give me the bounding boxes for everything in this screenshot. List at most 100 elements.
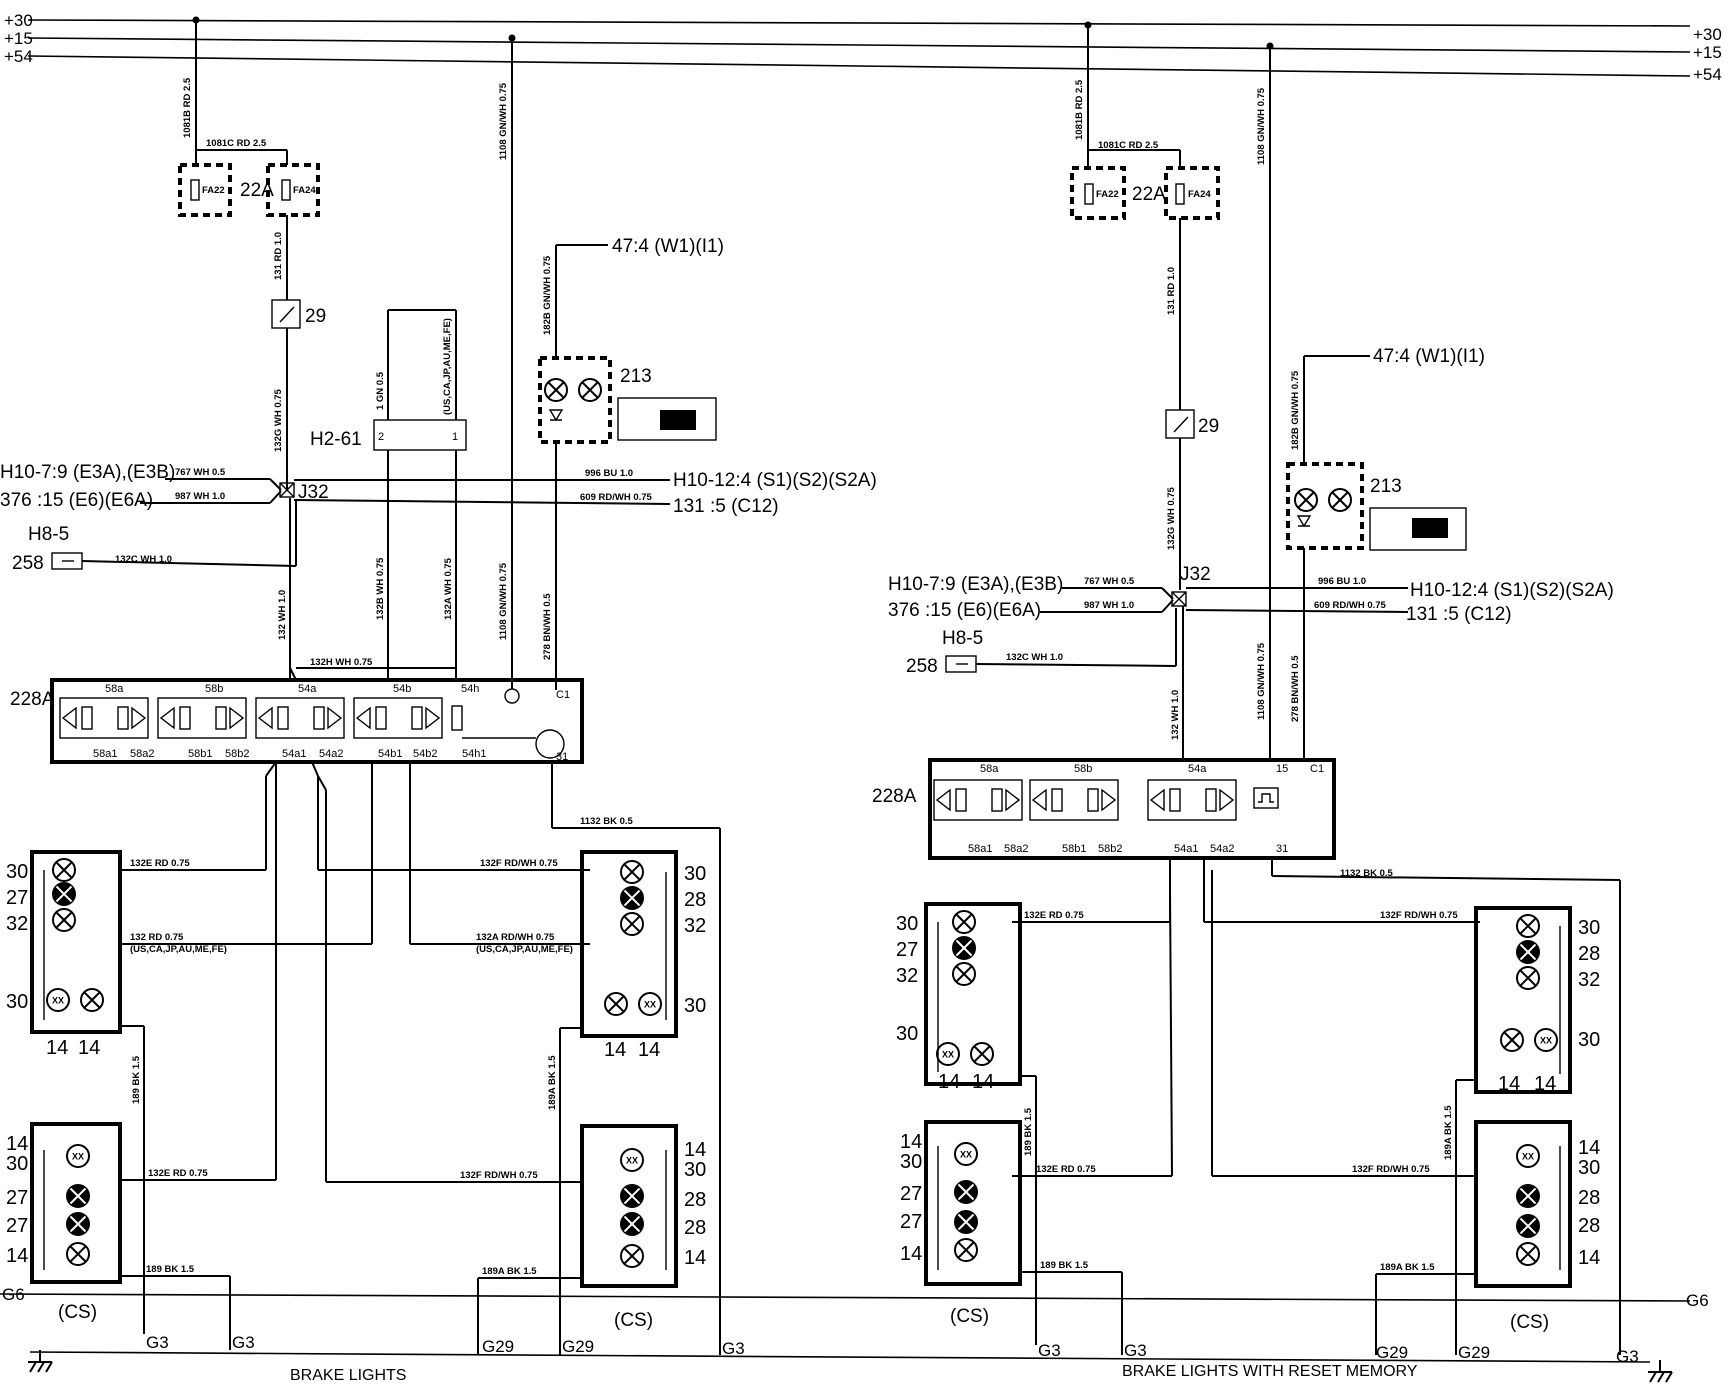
lamp-num-14-d: 14 <box>6 1245 28 1267</box>
right-schematic: FA22 FA24 22A 1081B RD 2.5 1081C RD 2.5 … <box>872 21 1639 1366</box>
fuse-fa24-box-left <box>266 163 320 217</box>
wire-1132-right: 1132 BK 0.5 <box>1340 868 1394 879</box>
lamp-num-14-o: 14 <box>1578 1137 1600 1159</box>
wire-609-right: 609 RD/WH 0.75 <box>1314 600 1387 611</box>
module-pin-54b-left: 54b <box>393 683 411 695</box>
wire-us-lower-left: (US,CA,JP,AU,ME,FE) <box>130 944 227 955</box>
fuse-fa24-label-right: FA24 <box>1188 189 1211 200</box>
module-pin-54a-left: 54a <box>298 683 317 695</box>
lamp-num-30-f: 30 <box>684 1159 706 1181</box>
connector-h8-5-label-right: H8-5 <box>942 628 983 649</box>
ref-47-left: 47:4 (W1)(I1) <box>612 236 724 257</box>
ref-h10-12-right: H10-12:4 (S1)(S2)(S2A) <box>1410 580 1614 601</box>
wire-189-lower-left: 189 BK 1.5 <box>146 1264 195 1275</box>
lamp-num-30-h: 30 <box>896 1023 918 1045</box>
wire-189-upper-right: 189 BK 1.5 <box>1023 1107 1034 1156</box>
wire-132a-rd-left: 132A RD/WH 0.75 <box>476 932 555 943</box>
lamp-cluster-upper-left-b <box>924 902 1022 1086</box>
lamp-num-30-d: 30 <box>684 863 706 885</box>
wire-278-right: 278 BN/WH 0.5 <box>1290 655 1301 722</box>
lamp-unit-213-label-right: 213 <box>1370 476 1402 497</box>
module-pin-58a2-right: 58a2 <box>1004 843 1028 855</box>
lamp-num-27-d: 27 <box>896 939 918 961</box>
cs-label-left-a: (CS) <box>58 1302 97 1323</box>
wire-us-lower-left-2: (US,CA,JP,AU,ME,FE) <box>476 944 573 955</box>
switch-29-right <box>1165 409 1195 439</box>
ground-g29-left-a: G29 <box>482 1337 514 1356</box>
wire-987-right: 987 WH 1.0 <box>1084 600 1134 611</box>
module-pin-54b2-left: 54b2 <box>413 748 437 760</box>
lamp-num-14-g: 14 <box>684 1139 706 1161</box>
lamp-num-14-e: 14 <box>604 1039 626 1061</box>
module-pin-54h1-left: 54h1 <box>462 748 486 760</box>
ground-g6-label-right: G6 <box>1686 1291 1709 1310</box>
wire-1108-mid-right: 1108 GN/WH 0.75 <box>1256 642 1267 720</box>
module-228a-right <box>928 758 1336 860</box>
ground-g3-left-c: G3 <box>722 1339 745 1358</box>
module-pin-54a-right: 54a <box>1188 763 1207 775</box>
wire-132rd-left: 132 RD 0.75 <box>130 932 184 943</box>
wire-189-lower-right: 189 BK 1.5 <box>1040 1260 1089 1271</box>
module-pin-58b-right: 58b <box>1074 763 1092 775</box>
lamp-num-28-a: 28 <box>684 889 706 911</box>
fuse-fa24-label-left: FA24 <box>293 185 316 196</box>
wire-1081c-left: 1081C RD 2.5 <box>206 138 267 149</box>
wire-182b-right: 182B GN/WH 0.75 <box>1290 370 1301 450</box>
wire-132b-left: 132B WH 0.75 <box>375 557 386 620</box>
left-schematic: FA22 FA24 22A 1081B RD 2.5 1081C RD 2.5 … <box>0 16 877 1358</box>
wire-us-left: (US,CA,JP,AU,ME,FE) <box>442 318 453 415</box>
module-pin-31-right: 31 <box>1276 843 1288 855</box>
lamp-num-32-d: 32 <box>1578 969 1600 991</box>
ground-g29-right-b: G29 <box>1458 1343 1490 1362</box>
svg-text:2: 2 <box>378 431 384 443</box>
module-pin-c1-right: C1 <box>1310 763 1324 775</box>
wire-189a-lower-left: 189A BK 1.5 <box>482 1266 537 1277</box>
module-pin-58a-left: 58a <box>105 683 124 695</box>
lamp-num-30-g: 30 <box>896 913 918 935</box>
wire-132f-top-left: 132F RD/WH 0.75 <box>480 858 558 869</box>
module-228a-left <box>50 678 584 764</box>
wire-132-left: 132 WH 1.0 <box>277 590 288 640</box>
wire-996-left: 996 BU 1.0 <box>585 468 633 479</box>
ref-258-left: 258 <box>12 553 44 574</box>
lamp-num-28-d: 28 <box>1578 943 1600 965</box>
lamp-num-27-b: 27 <box>6 1187 28 1209</box>
wire-132e-bottom-left: 132E RD 0.75 <box>148 1168 208 1179</box>
lamp-num-30-i: 30 <box>900 1151 922 1173</box>
wire-987-left: 987 WH 1.0 <box>175 491 225 502</box>
module-pin-58a1-left: 58a1 <box>93 748 117 760</box>
module-pin-15-right: 15 <box>1276 763 1288 775</box>
lamp-unit-213-left <box>538 356 612 444</box>
ground-g3-left-b: G3 <box>232 1333 255 1352</box>
wire-767-left: 767 WH 0.5 <box>175 467 226 478</box>
lamp-num-27-a: 27 <box>6 887 28 909</box>
wire-132c-left: 132C WH 1.0 <box>115 554 172 565</box>
wire-1081c-right: 1081C RD 2.5 <box>1098 140 1159 151</box>
lamp-cluster-upper-right-b <box>1474 906 1572 1094</box>
wire-189a-lower-right: 189A BK 1.5 <box>1380 1262 1435 1273</box>
ref-258-right: 258 <box>906 656 938 677</box>
lamp-num-30-b: 30 <box>6 991 28 1013</box>
fuse-fa22-label-left: FA22 <box>202 185 225 196</box>
lamp-num-30-k: 30 <box>1578 1029 1600 1051</box>
ground-g29-left-b: G29 <box>562 1337 594 1356</box>
module-pin-58b-left: 58b <box>205 683 223 695</box>
lamp-num-28-f: 28 <box>1578 1215 1600 1237</box>
connector-h2-61-left <box>373 419 467 451</box>
ref-h10-7-right: H10-7:9 (E3A),(E3B) <box>888 574 1063 595</box>
wire-1108-top-left: 1108 GN/WH 0.75 <box>498 82 509 160</box>
fuse-fa24-box-right <box>1164 166 1220 220</box>
wire-132c-right: 132C WH 1.0 <box>1006 652 1063 663</box>
fuse-fa22-box-right <box>1070 166 1126 220</box>
lamp-num-32-a: 32 <box>6 913 28 935</box>
lamp-cluster-lower-right-b <box>1474 1120 1572 1288</box>
wire-132-right: 132 WH 1.0 <box>1170 690 1181 740</box>
lamp-num-14-h: 14 <box>684 1247 706 1269</box>
lamp-num-14-p: 14 <box>1578 1247 1600 1269</box>
cs-label-left-b: (CS) <box>614 1310 653 1331</box>
connector-h8-5-label-left: H8-5 <box>28 524 69 545</box>
lamp-num-14-b: 14 <box>78 1037 100 1059</box>
rail-15-label-right: +15 <box>1693 43 1722 62</box>
cs-label-right-b: (CS) <box>1510 1312 1549 1333</box>
wire-189a-upper-left: 189A BK 1.5 <box>547 1055 558 1110</box>
